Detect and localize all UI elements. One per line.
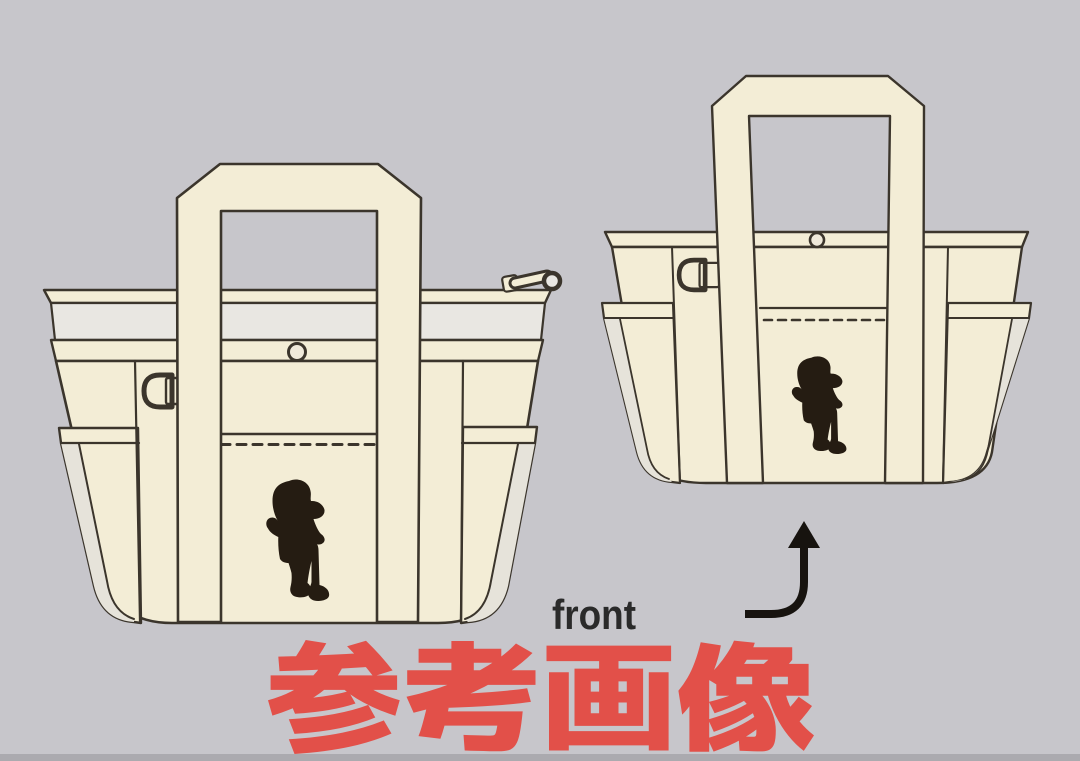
bag-front-zipper-pull [501, 269, 563, 293]
photo-bottom-edge-strip [0, 754, 1080, 761]
bag-back-left-panel-seam [671, 246, 681, 484]
bag-front-left-panel-seam [133, 359, 142, 624]
bag-back-snap-button [808, 231, 826, 249]
bag-back-d-ring [679, 260, 719, 290]
bag-back-right-pocket-gusset-shade [950, 318, 1029, 482]
rotate-up-arrow-icon [745, 521, 820, 618]
bag-front-right-pocket-gusset-shade [465, 443, 535, 622]
bag-front-snap-button [287, 342, 307, 362]
watermark-kanji [268, 640, 814, 754]
bag-front-left-pocket-gusset-shade [61, 443, 134, 622]
bag-front-handle [175, 162, 423, 624]
bag-front-top-binding [42, 288, 553, 305]
bag-back-right-pocket-fold-line [965, 318, 1013, 480]
bag-back-left-pocket-gusset-shade [604, 318, 672, 482]
bag-front-right-pocket-fold-line [464, 443, 519, 620]
bag-front-view [42, 162, 563, 625]
bag-front-inner-strip [49, 301, 547, 342]
bag-back-handle [710, 74, 926, 485]
bag-back-right-panel-seam [942, 246, 949, 484]
front-label: front [552, 591, 636, 638]
bag-front-left-pocket-fold-line [78, 443, 135, 620]
bag-front-right-panel-seam [459, 359, 465, 624]
bag-back-left-pocket-fold-line [619, 318, 670, 480]
bag-back-view [600, 74, 1033, 485]
